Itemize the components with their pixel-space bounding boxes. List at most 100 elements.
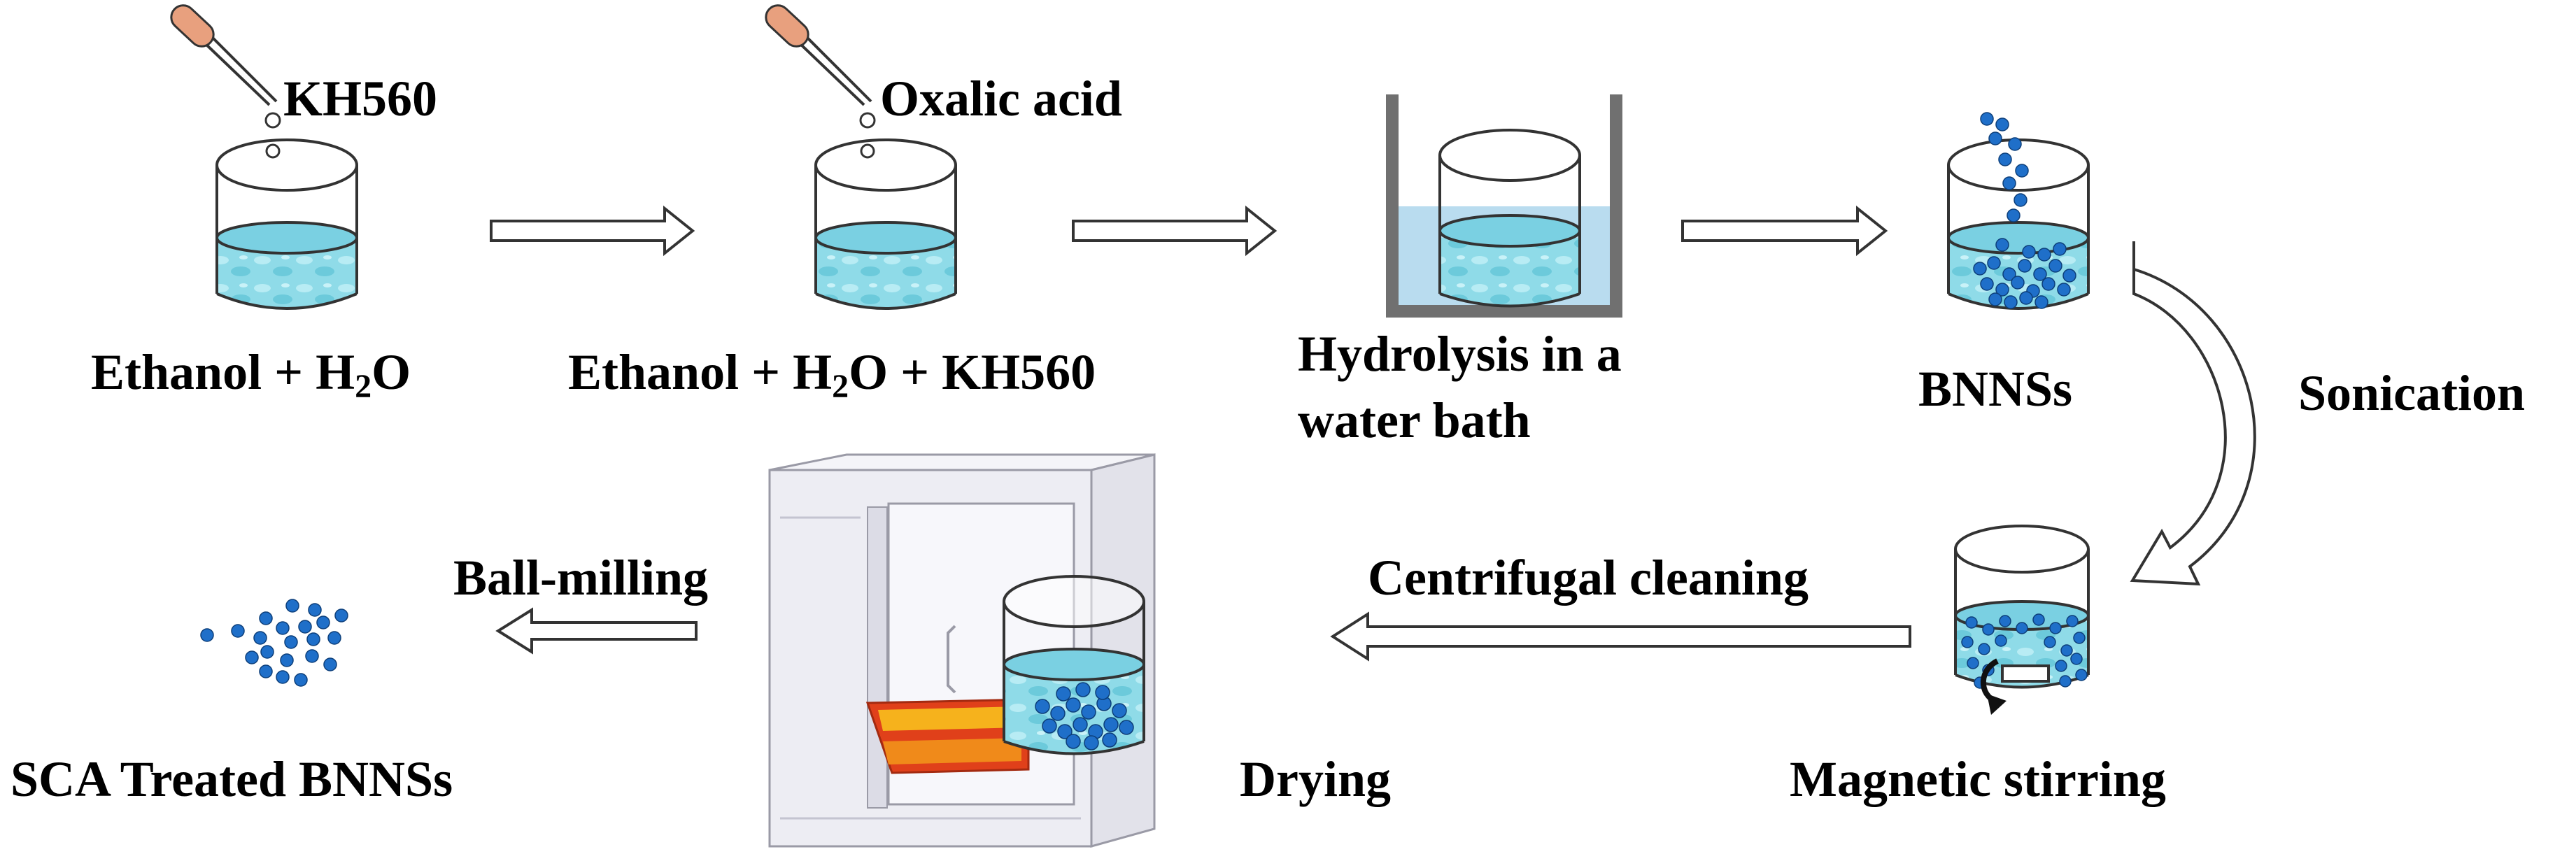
particle [2044, 636, 2056, 648]
particle [2004, 295, 2018, 309]
particle [276, 621, 290, 635]
particle [1973, 262, 1987, 276]
particle [285, 599, 299, 613]
particle [1982, 623, 1995, 636]
particle [334, 609, 348, 622]
particle [1056, 686, 1071, 702]
particle [1066, 734, 1081, 749]
particle [1081, 704, 1096, 720]
particle [1095, 685, 1110, 700]
particle [1995, 238, 2009, 252]
particle [1998, 152, 2012, 166]
label-part: Ethanol + H [91, 344, 355, 400]
particle [259, 664, 273, 678]
particle [306, 632, 320, 646]
label-part: Ethanol + H [568, 344, 833, 400]
particle [2019, 291, 2033, 305]
step-bnnss-label: BNNSs [1918, 361, 2073, 417]
subscript: 2 [355, 368, 372, 405]
particle [2034, 295, 2048, 309]
dropper-icon [170, 4, 281, 159]
step-stirring-label: Magnetic stirring [1790, 751, 2166, 807]
particle [2041, 277, 2055, 291]
particle [280, 653, 294, 667]
particle [1978, 643, 1990, 655]
particle [327, 631, 341, 645]
particle [2053, 242, 2067, 256]
beaker-icon [215, 138, 358, 310]
particle [1995, 634, 2007, 647]
beaker-icon [814, 138, 957, 310]
particle [2015, 164, 2029, 178]
step-drying-label: Drying [1240, 751, 1391, 807]
particle [245, 650, 259, 664]
step-hydrolysis-label-line1: Hydrolysis in a [1298, 326, 1622, 382]
particle [2057, 283, 2071, 297]
particle [2048, 259, 2062, 273]
particle [2022, 245, 2036, 259]
particle [2018, 259, 2032, 273]
particle [284, 635, 298, 649]
step-ethanol-water-label: Ethanol + H2O [91, 347, 411, 404]
label-part: O [371, 344, 411, 400]
step-ethanol-water-kh560-label: Ethanol + H2O + KH560 [568, 347, 1096, 404]
particle [276, 670, 290, 684]
stir-particles [1961, 613, 2088, 689]
final-particles [200, 599, 348, 687]
particle [1112, 703, 1127, 718]
particle [259, 611, 273, 625]
particle [2062, 269, 2076, 283]
particle [1035, 699, 1050, 714]
particle [2014, 193, 2027, 207]
particle [1075, 682, 1091, 697]
hollow-arrow-icon [1330, 611, 1911, 662]
particle [1999, 615, 2011, 627]
stir-bar-icon [1980, 658, 2050, 715]
hollow-arrow-icon [495, 607, 698, 655]
particle [1967, 657, 1979, 669]
step-sonication-label: Sonication [2298, 365, 2526, 421]
subscript: 2 [832, 368, 849, 405]
particle [253, 631, 267, 645]
step-ballmilling-label: Ball-milling [453, 550, 709, 606]
particle [260, 645, 274, 659]
particle [316, 616, 330, 629]
particle [1965, 616, 1978, 629]
hollow-arrow-icon [1681, 205, 1888, 257]
oven-icon [768, 453, 1156, 848]
particle [1073, 717, 1088, 732]
particle [1042, 718, 1057, 734]
particle [2007, 208, 2021, 222]
particle [1995, 118, 2009, 131]
particle [308, 603, 322, 617]
particle [2070, 653, 2083, 665]
particle [1987, 256, 2001, 270]
particle [1961, 636, 1974, 648]
particle [2002, 267, 2016, 281]
particle [1084, 735, 1099, 750]
oven-particles [1035, 682, 1134, 750]
hollow-arrow-icon [1072, 205, 1278, 257]
dropper-icon [765, 4, 876, 159]
step-centrifugal-label: Centrifugal cleaning [1368, 550, 1809, 606]
particle [323, 657, 337, 671]
particle [298, 620, 312, 634]
particle [1980, 112, 1994, 126]
particle [2011, 276, 2025, 290]
particle [1119, 720, 1134, 735]
step-final-label: SCA Treated BNNSs [10, 751, 453, 807]
water-bath-icon [1386, 94, 1622, 318]
hollow-arrow-icon [490, 205, 695, 257]
step-hydrolysis-label-line2: water bath [1298, 392, 1531, 448]
particle [200, 628, 214, 642]
particle [1980, 277, 1994, 291]
particle [2033, 267, 2047, 281]
particle [2008, 137, 2022, 151]
beaker-icon [1947, 138, 2090, 310]
bnnss-particles [1973, 112, 2076, 309]
particle [1102, 732, 1117, 748]
particle [2016, 622, 2028, 634]
label-part: O + KH560 [849, 344, 1096, 400]
